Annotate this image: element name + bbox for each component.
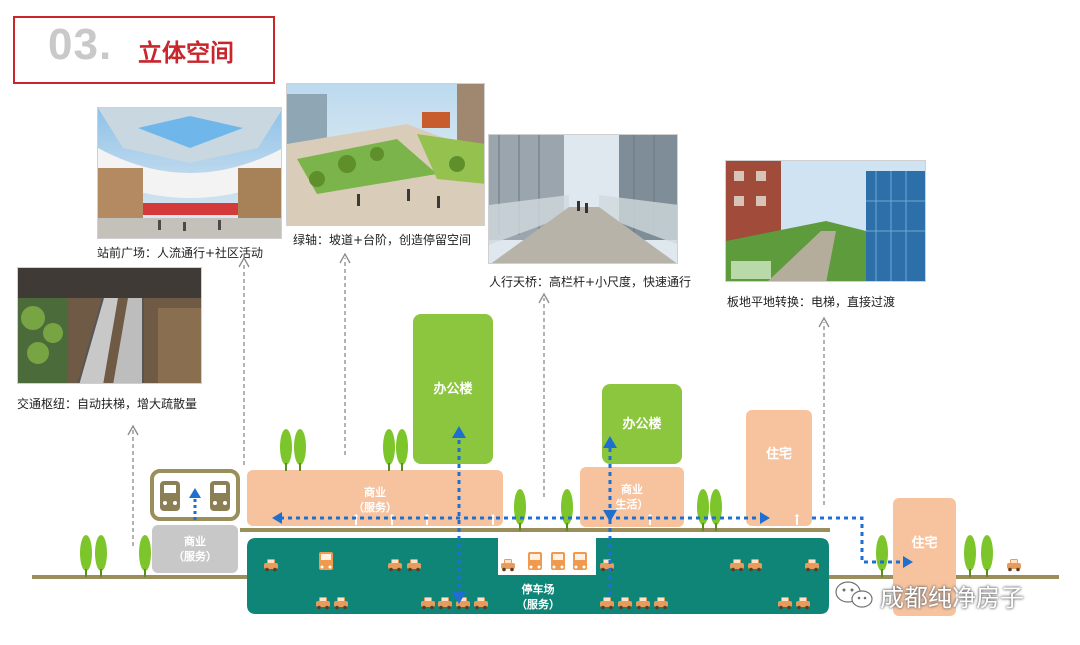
commercial-station-block: [152, 525, 238, 573]
residential-block-2: [893, 498, 956, 616]
residential-2-label: 住宅: [911, 536, 938, 551]
photo-podium-transfer: [725, 160, 926, 282]
circulation-path: [280, 440, 905, 600]
caption-podium-transfer: 板地平地转换：电梯，直接过渡: [727, 295, 896, 309]
commercial-station-sublabel: （服务）: [173, 549, 217, 563]
photo-station-plaza: [97, 107, 282, 239]
photo-green-axis: [286, 83, 485, 226]
caption-station-plaza: 站前广场：人流通行+社区活动: [97, 246, 264, 260]
commercial-life-label: 商业: [621, 483, 643, 496]
section-header-frame: [13, 16, 275, 84]
office-tower-1-label: 办公楼: [433, 382, 473, 397]
photo-transit-hub: [17, 267, 202, 384]
section-number: 03.: [48, 20, 113, 69]
commercial-main-sublabel: （服务）: [353, 500, 397, 514]
commercial-main-label: 商业: [364, 486, 386, 499]
caption-transit-hub: 交通枢纽：自动扶梯，增大疏散量: [17, 397, 198, 411]
train-icon: [160, 481, 230, 511]
deck-line: [240, 528, 830, 532]
parking-level: [247, 538, 829, 614]
caption-skybridge: 人行天桥：高栏杆+小尺度，快速通行: [489, 275, 692, 289]
wechat-icon: [835, 581, 873, 608]
commercial-station-label: 商业: [184, 535, 206, 548]
parking-sublabel: （服务）: [516, 597, 560, 611]
leader-lines: [132, 258, 825, 546]
office-tower-1: [413, 314, 493, 464]
caption-green-axis: 绿轴：坡道+台阶，创造停留空间: [293, 233, 472, 247]
office-tower-2: [602, 384, 682, 464]
photo-skybridge: [488, 134, 678, 264]
residential-1-label: 住宅: [765, 447, 792, 462]
watermark-text: 成都纯净房子: [880, 584, 1024, 612]
residential-block-1: [746, 410, 812, 526]
commercial-main-block: [247, 470, 503, 526]
parking-label: 停车场: [521, 583, 555, 596]
section-title: 立体空间: [138, 39, 234, 67]
commercial-life-sublabel: 生活）: [615, 497, 649, 511]
office-tower-2-label: 办公楼: [622, 417, 662, 432]
